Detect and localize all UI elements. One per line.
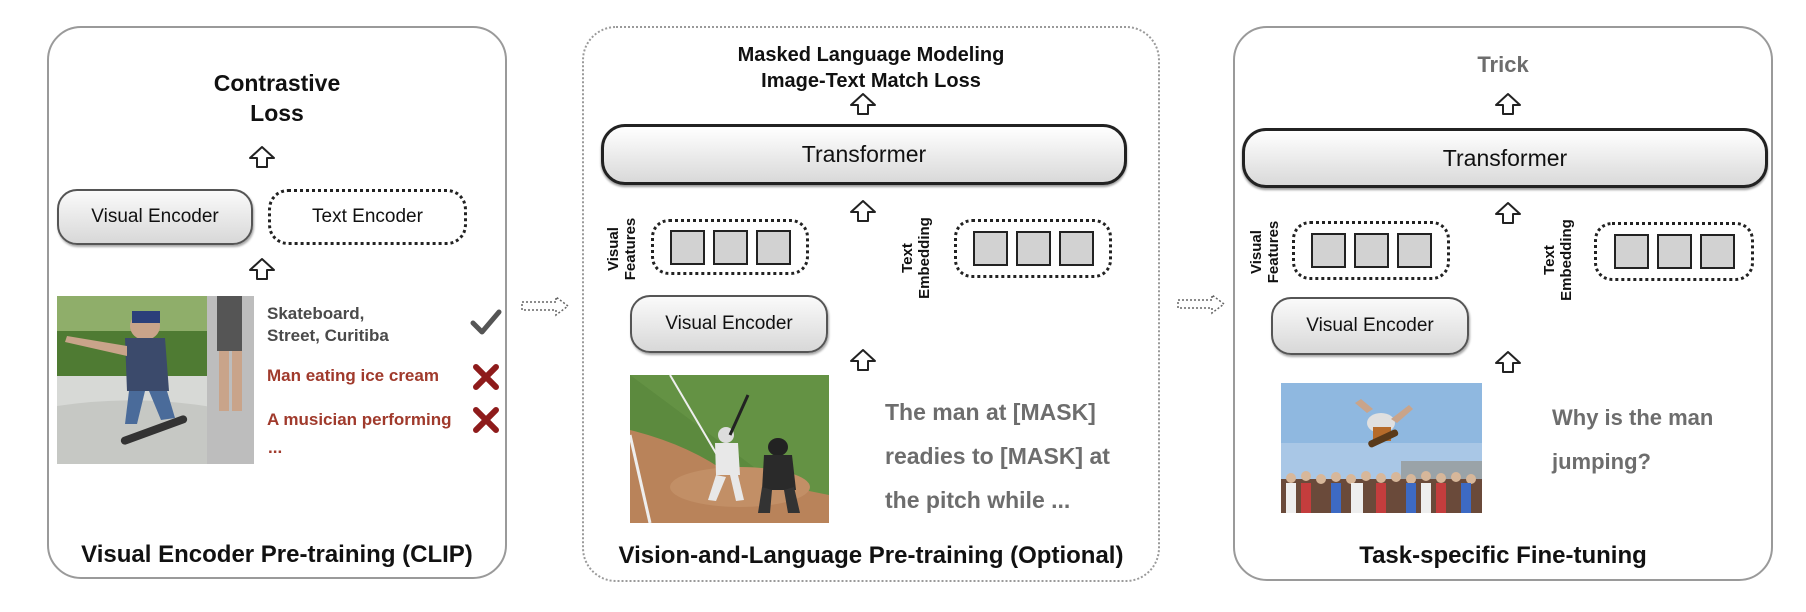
skateboard-photo: [57, 296, 254, 464]
ft-panel-title: Task-specific Fine-tuning: [1359, 542, 1647, 569]
clip-loss-label: Contrastive Loss: [47, 68, 507, 128]
ft-visual-features-line1: Visual: [1248, 230, 1265, 274]
up-arrow-icon: [1495, 351, 1521, 373]
text-token: [1058, 231, 1094, 266]
up-arrow-icon: [249, 258, 275, 280]
ft-output-label: Trick: [1477, 52, 1529, 77]
ft-text-embedding-label: Text Embedding: [1541, 214, 1577, 306]
up-arrow-icon: [1495, 93, 1521, 115]
clip-caption-correct-line2: Street, Curitiba: [267, 326, 389, 345]
vlp-text-embedding-line1: Text: [899, 243, 916, 273]
visual-token: [755, 229, 791, 265]
visual-token: [1396, 233, 1432, 268]
up-arrow-icon: [850, 200, 876, 222]
ft-visual-features-line2: Features: [1265, 220, 1282, 284]
visual-token: [669, 229, 705, 265]
ft-visual-tokens: [1292, 221, 1450, 280]
visual-token: [1310, 233, 1346, 268]
vlp-transformer: Transformer: [601, 124, 1127, 185]
clip-visual-encoder-label: Visual Encoder: [91, 206, 219, 227]
right-arrow-icon: [1177, 293, 1226, 315]
text-token: [1015, 231, 1051, 266]
cross-icon: [473, 364, 499, 390]
ft-visual-encoder: Visual Encoder: [1271, 297, 1469, 355]
vlp-visual-features-label: Visual Features: [605, 209, 641, 289]
clip-caption-ellipsis: ...: [268, 438, 283, 457]
ft-question-line: jumping?: [1552, 449, 1651, 474]
clip-caption-correct-line1: Skateboard,: [267, 304, 365, 323]
up-arrow-icon: [850, 349, 876, 371]
clip-caption-wrong-1: Man eating ice cream: [267, 366, 439, 385]
ft-question-text: Why is the man jumping?: [1552, 396, 1713, 484]
ft-text-tokens: [1594, 222, 1754, 281]
vlp-text-input: The man at [MASK] readies to [MASK] at t…: [885, 390, 1110, 522]
vlp-loss-label: Masked Language Modeling Image-Text Matc…: [582, 42, 1160, 94]
vlp-text-tokens: [954, 219, 1112, 278]
clip-text-encoder-label: Text Encoder: [312, 206, 423, 227]
clip-loss-line1: Contrastive: [213, 70, 341, 96]
baseball-photo: [630, 375, 829, 523]
vlp-text-embedding-label: Text Embedding: [899, 212, 935, 304]
vlp-panel-title: Vision-and-Language Pre-training (Option…: [618, 542, 1124, 569]
jumping-photo: [1281, 383, 1482, 513]
ft-text-embedding-line2: Embedding: [1558, 219, 1575, 301]
vlp-transformer-label: Transformer: [801, 141, 927, 167]
clip-panel-title: Visual Encoder Pre-training (CLIP): [81, 541, 473, 568]
clip-panel: [47, 26, 507, 579]
ft-visual-features-label: Visual Features: [1248, 212, 1284, 292]
vlp-text-line: the pitch while ...: [885, 487, 1071, 513]
clip-text-encoder: Text Encoder: [268, 189, 467, 245]
vlp-text-line: readies to [MASK] at: [885, 443, 1110, 469]
visual-token: [712, 229, 748, 265]
clip-visual-encoder: Visual Encoder: [57, 189, 253, 245]
text-token: [1699, 234, 1735, 269]
check-icon: [470, 309, 502, 335]
vlp-visual-features-line2: Features: [622, 217, 639, 281]
text-token: [972, 231, 1008, 266]
vlp-panel: [582, 26, 1160, 582]
ft-question-line: Why is the man: [1552, 405, 1714, 430]
ft-transformer-label: Transformer: [1442, 144, 1568, 171]
vlp-visual-encoder-label: Visual Encoder: [665, 313, 793, 334]
right-arrow-icon: [521, 295, 570, 317]
up-arrow-icon: [1495, 202, 1521, 224]
clip-caption-wrong-2: A musician performing: [267, 410, 452, 429]
ft-panel: [1233, 26, 1773, 581]
vlp-loss-line2: Image-Text Match Loss: [761, 70, 981, 92]
vlp-loss-line1: Masked Language Modeling: [737, 44, 1005, 66]
text-token: [1613, 234, 1649, 269]
ft-text-embedding-line1: Text: [1541, 245, 1558, 275]
text-token: [1656, 234, 1692, 269]
vlp-visual-encoder: Visual Encoder: [630, 295, 828, 353]
clip-loss-line2: Loss: [250, 100, 304, 126]
vlp-visual-features-line1: Visual: [605, 227, 622, 271]
visual-token: [1353, 233, 1389, 268]
cross-icon: [473, 407, 499, 433]
vlp-text-embedding-line2: Embedding: [916, 217, 933, 299]
vlp-text-line: The man at [MASK]: [885, 399, 1096, 425]
up-arrow-icon: [249, 146, 275, 168]
clip-caption-correct: Skateboard, Street, Curitiba: [267, 303, 389, 347]
ft-transformer: Transformer: [1242, 128, 1768, 188]
ft-visual-encoder-label: Visual Encoder: [1306, 315, 1434, 336]
vlp-visual-tokens: [651, 219, 809, 275]
up-arrow-icon: [850, 93, 876, 115]
